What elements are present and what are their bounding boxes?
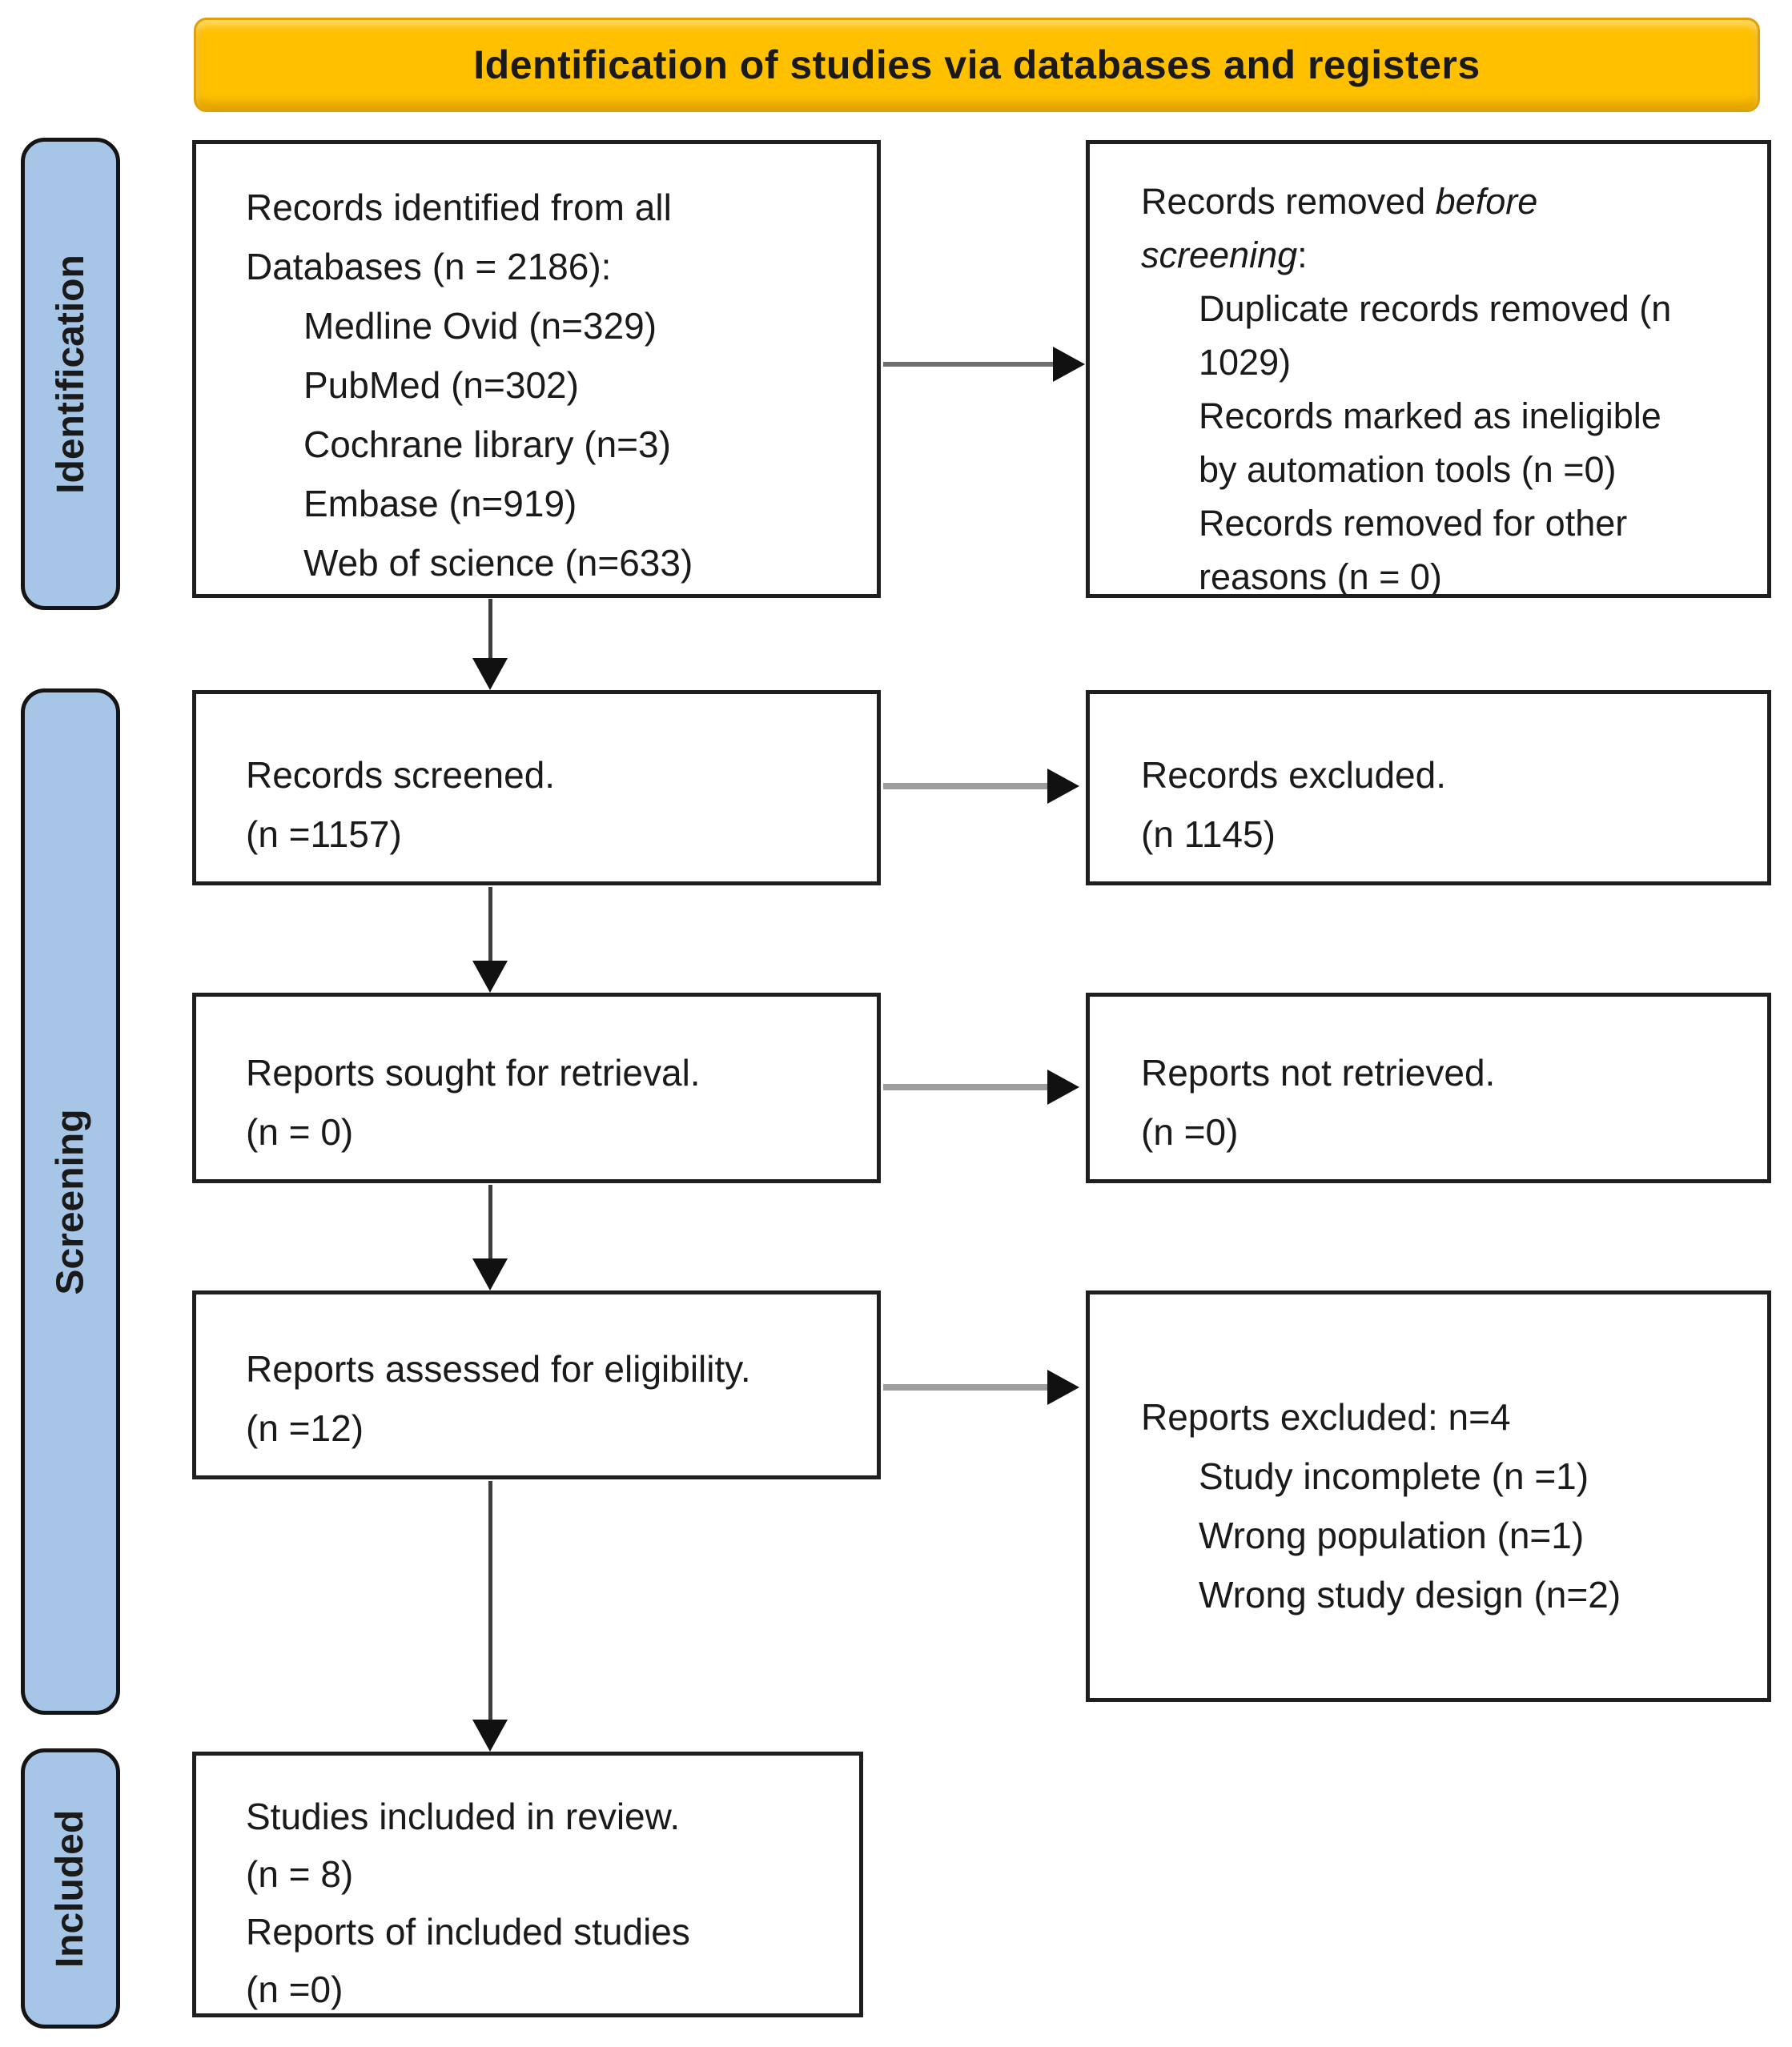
removed-item: Duplicate records removed (n 1029) xyxy=(1199,288,1672,383)
records-removed-colon: : xyxy=(1297,235,1308,275)
reports-not-retrieved-line1: Reports not retrieved. xyxy=(1141,1052,1496,1094)
stage-label-identification: Identification xyxy=(21,138,120,610)
studies-included-line1: Studies included in review. xyxy=(246,1796,681,1837)
arrowhead-down-icon xyxy=(472,961,508,993)
arrow-screened-to-sought xyxy=(472,887,508,993)
records-screened-count: (n =1157) xyxy=(246,813,402,855)
reports-sought-line1: Reports sought for retrieval. xyxy=(246,1052,701,1094)
database-item: Cochrane library (n=3) xyxy=(303,423,671,465)
database-item: Web of science (n=633) xyxy=(303,542,693,584)
box-studies-included: Studies included in review. (n = 8) Repo… xyxy=(192,1752,863,2017)
reports-sought-count: (n = 0) xyxy=(246,1111,354,1153)
arrowhead-down-icon xyxy=(472,658,508,690)
records-excluded-count: (n 1145) xyxy=(1141,813,1276,855)
arrowhead-down-icon xyxy=(472,1720,508,1752)
arrow-assessed-to-included xyxy=(472,1481,508,1752)
records-removed-lead: Records removed xyxy=(1141,181,1436,222)
box-reports-not-retrieved: Reports not retrieved. (n =0) xyxy=(1086,993,1771,1183)
box-records-excluded: Records excluded. (n 1145) xyxy=(1086,690,1771,885)
box-reports-excluded-reasons: Reports excluded: n=4 Study incomplete (… xyxy=(1086,1290,1771,1702)
box-reports-assessed: Reports assessed for eligibility. (n =12… xyxy=(192,1290,881,1479)
exclusion-reason: Study incomplete (n =1) xyxy=(1199,1455,1589,1497)
arrow-shaft xyxy=(883,1084,1047,1090)
arrow-assessed-to-excluded-reasons xyxy=(883,1370,1083,1405)
box-reports-sought: Reports sought for retrieval. (n = 0) xyxy=(192,993,881,1183)
arrow-shaft xyxy=(883,362,1053,367)
arrow-shaft xyxy=(488,1481,492,1720)
arrow-shaft xyxy=(883,1384,1047,1391)
reports-not-retrieved-count: (n =0) xyxy=(1141,1111,1239,1153)
arrowhead-right-icon xyxy=(1047,769,1079,804)
studies-included-count: (n = 8) xyxy=(246,1853,354,1895)
database-item: Medline Ovid (n=329) xyxy=(303,305,657,347)
records-excluded-line1: Records excluded. xyxy=(1141,754,1446,796)
arrow-screened-to-excluded xyxy=(883,769,1083,804)
arrow-shaft xyxy=(488,1185,492,1258)
records-identified-line1: Records identified from all xyxy=(246,187,672,228)
database-item: PubMed (n=302) xyxy=(303,364,579,406)
reports-included-count: (n =0) xyxy=(246,1969,344,2010)
reports-excluded-header: Reports excluded: n=4 xyxy=(1141,1396,1511,1438)
arrow-identified-to-screened xyxy=(472,599,508,690)
arrow-sought-to-assessed xyxy=(472,1185,508,1290)
stage-screening-text: Screening xyxy=(49,1108,92,1295)
arrowhead-right-icon xyxy=(1047,1070,1079,1105)
reports-included-line: Reports of included studies xyxy=(246,1911,690,1953)
diagram-title: Identification of studies via databases … xyxy=(473,42,1481,87)
removed-item: Records marked as ineligible by automati… xyxy=(1199,395,1661,490)
records-identified-line2: Databases (n = 2186): xyxy=(246,246,612,287)
removed-item: Records removed for other reasons (n = 0… xyxy=(1199,503,1628,597)
title-banner: Identification of studies via databases … xyxy=(194,18,1760,112)
reports-assessed-count: (n =12) xyxy=(246,1407,364,1449)
stage-label-included: Included xyxy=(21,1748,120,2029)
arrowhead-right-icon xyxy=(1047,1370,1079,1405)
stage-label-screening: Screening xyxy=(21,688,120,1715)
exclusion-reason: Wrong population (n=1) xyxy=(1199,1515,1585,1556)
database-item: Embase (n=919) xyxy=(303,483,577,524)
arrowhead-down-icon xyxy=(472,1258,508,1290)
records-removed-italic: before screening xyxy=(1141,181,1538,275)
arrow-shaft xyxy=(488,887,492,961)
stage-included-text: Included xyxy=(49,1809,92,1968)
reports-assessed-line1: Reports assessed for eligibility. xyxy=(246,1348,751,1390)
arrowhead-right-icon xyxy=(1053,347,1085,382)
stage-identification-text: Identification xyxy=(49,254,92,494)
box-records-identified: Records identified from all Databases (n… xyxy=(192,140,881,598)
arrow-identified-to-removed xyxy=(883,347,1086,382)
box-records-screened: Records screened. (n =1157) xyxy=(192,690,881,885)
box-records-removed: Records removed before screening: Duplic… xyxy=(1086,140,1771,598)
arrow-shaft xyxy=(488,599,492,658)
arrow-shaft xyxy=(883,783,1047,789)
arrow-sought-to-not-retrieved xyxy=(883,1070,1083,1105)
records-removed-heading: Records removed before screening: xyxy=(1141,175,1703,282)
records-screened-line1: Records screened. xyxy=(246,754,556,796)
exclusion-reason: Wrong study design (n=2) xyxy=(1199,1574,1621,1616)
